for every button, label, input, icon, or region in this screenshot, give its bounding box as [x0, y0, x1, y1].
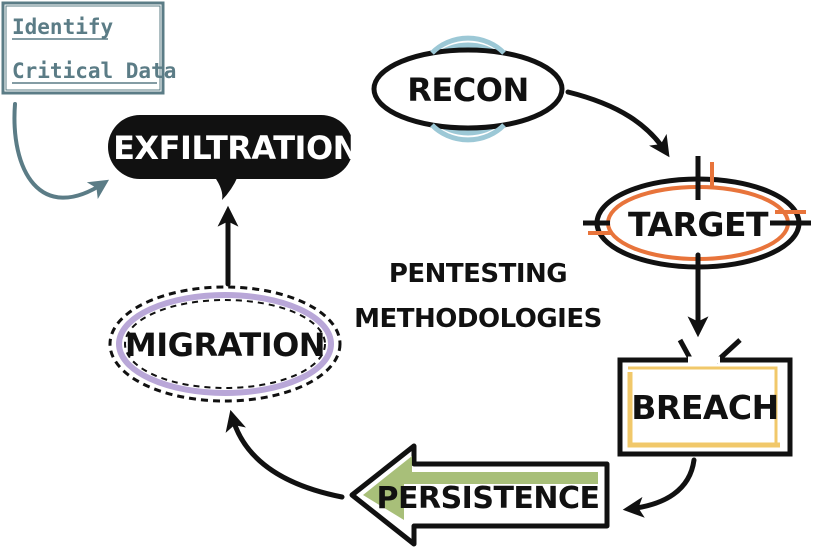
exfiltration-node: EXFILTRATION [108, 115, 359, 200]
recon-node: RECON [371, 35, 565, 143]
migration-label: MIGRATION [125, 326, 325, 364]
arrow-breach-to-persistence [622, 457, 697, 518]
recon-label: RECON [407, 71, 528, 109]
exfiltration-label: EXFILTRATION [113, 129, 359, 167]
note-line-1: Identify [12, 15, 114, 39]
target-node: TARGET [583, 156, 811, 270]
arrow-recon-to-target [565, 89, 670, 158]
arrow-persistence-to-migration [225, 409, 345, 500]
breach-node: BREACH [617, 338, 793, 457]
breach-label: BREACH [631, 388, 778, 427]
migration-node: MIGRATION [108, 285, 342, 403]
center-title-line-1: PENTESTING [389, 259, 567, 289]
persistence-label: PERSISTENCE [376, 481, 599, 516]
persistence-node: PERSISTENCE [349, 443, 610, 547]
identify-critical-data-note: Identify Critical Data [1, 1, 176, 95]
note-line-2: Critical Data [12, 59, 176, 83]
center-title-line-2: METHODOLOGIES [354, 304, 602, 334]
note-arrow [12, 102, 110, 200]
target-label: TARGET [628, 205, 769, 244]
